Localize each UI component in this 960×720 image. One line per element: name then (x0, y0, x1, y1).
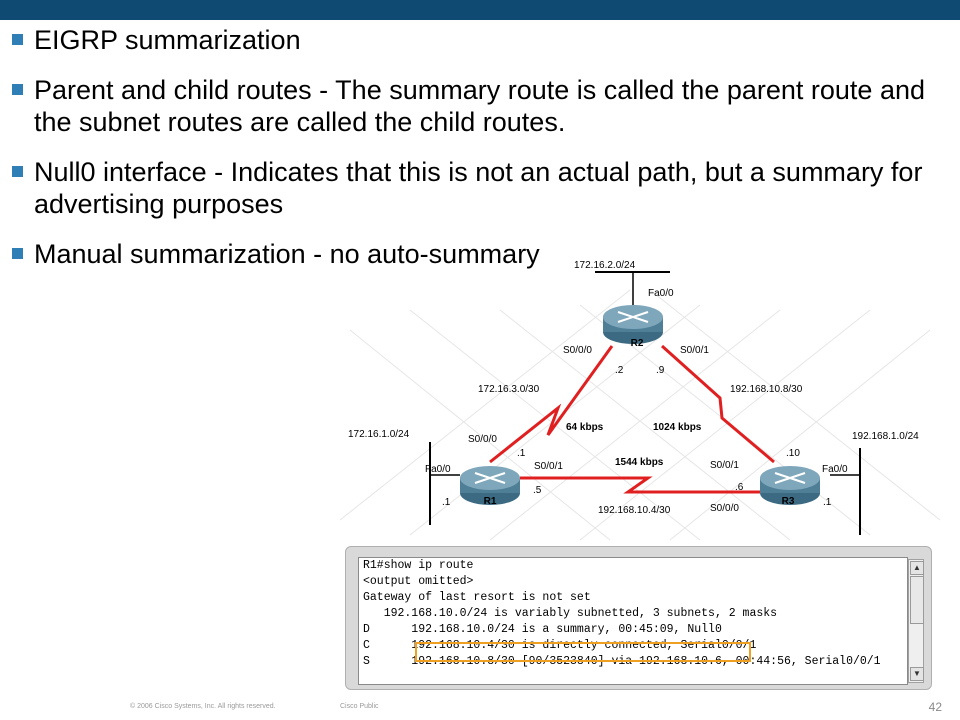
r2-s001-interface: S0/0/1 (680, 345, 709, 356)
terminal-line: R1#show ip route (363, 559, 474, 572)
link-r1-r2-bandwidth: 64 kbps (566, 422, 604, 433)
router-r3: R3 (760, 466, 820, 507)
r1-s001-ip: .5 (533, 485, 542, 496)
bullet-icon (12, 84, 23, 95)
r3-fa-interface: Fa0/0 (822, 464, 848, 475)
bullet-icon (12, 248, 23, 259)
page-number: 42 (928, 700, 942, 714)
link-r2-r3 (660, 344, 775, 464)
bullet-text: Parent and child routes - The summary ro… (34, 75, 925, 137)
bullet-item: Manual summarization - no auto-summary (12, 238, 952, 270)
link-r1-r2 (489, 345, 614, 464)
title-bar (0, 0, 960, 20)
r3-s001-interface: S0/0/1 (710, 460, 739, 471)
link-r1-r3 (520, 476, 760, 494)
r1-s000-interface: S0/0/0 (468, 434, 497, 445)
r1-s001-interface: S0/0/1 (534, 461, 563, 472)
router-r2-label: R2 (631, 338, 644, 349)
bullet-item: Parent and child routes - The summary ro… (12, 74, 952, 138)
bullet-icon (12, 166, 23, 177)
r3-host-ip: .1 (823, 497, 832, 508)
terminal-line: 192.168.10.0/24 is variably subnetted, 3… (363, 607, 778, 620)
r2-s001-ip: .9 (656, 365, 665, 376)
network-topology-diagram: R1 R2 R3 172.16.2.0/24 Fa0/0 S0/0/0 S0/0… (339, 260, 941, 541)
lan-r3-network: 192.168.1.0/24 (852, 431, 919, 442)
router-r1-label: R1 (484, 496, 497, 507)
terminal-line: D 192.168.10.0/24 is a summary, 00:45:09… (363, 623, 722, 636)
terminal-output[interactable]: R1#show ip route <output omitted> Gatewa… (358, 557, 908, 685)
link-r1-r2-network: 172.16.3.0/30 (478, 384, 540, 395)
bullet-item: Null0 interface - Indicates that this is… (12, 156, 952, 220)
bullet-icon (12, 34, 23, 45)
summary-route-highlight (415, 642, 751, 662)
bullet-text: EIGRP summarization (34, 25, 301, 55)
lan-r2-network: 172.16.2.0/24 (574, 260, 636, 271)
scroll-up-icon[interactable]: ▲ (910, 561, 924, 575)
router-r3-label: R3 (782, 496, 795, 507)
scrollbar-thumb[interactable] (910, 576, 924, 624)
terminal-line: <output omitted> (363, 575, 474, 588)
link-r2-r3-network: 192.168.10.8/30 (730, 384, 803, 395)
lan-r1-network: 172.16.1.0/24 (348, 429, 410, 440)
router-r1: R1 (460, 466, 520, 507)
r3-s001-ip: .10 (786, 448, 800, 459)
r2-fa-interface: Fa0/0 (648, 288, 674, 299)
footer-copyright: © 2006 Cisco Systems, Inc. All rights re… (130, 703, 276, 710)
scroll-down-icon[interactable]: ▼ (910, 667, 924, 681)
link-r2-r3-bandwidth: 1024 kbps (653, 422, 702, 433)
bullet-text: Null0 interface - Indicates that this is… (34, 157, 923, 219)
bullet-text: Manual summarization - no auto-summary (34, 239, 540, 269)
r2-s000-interface: S0/0/0 (563, 345, 592, 356)
r1-s000-ip: .1 (517, 448, 526, 459)
terminal-line: Gateway of last resort is not set (363, 591, 591, 604)
terminal-window: R1#show ip route <output omitted> Gatewa… (345, 546, 932, 690)
link-r1-r3-network: 192.168.10.4/30 (598, 505, 671, 516)
r1-fa-interface: Fa0/0 (425, 464, 451, 475)
terminal-scrollbar[interactable]: ▲ ▼ (908, 559, 924, 683)
r3-s000-interface: S0/0/0 (710, 503, 739, 514)
bullet-list: EIGRP summarization Parent and child rou… (12, 24, 952, 288)
bullet-item: EIGRP summarization (12, 24, 952, 56)
router-r2: R2 (603, 305, 663, 349)
r1-host-ip: .1 (442, 497, 451, 508)
r2-s000-ip: .2 (615, 365, 624, 376)
r3-s000-ip: .6 (735, 482, 744, 493)
link-r1-r3-bandwidth: 1544 kbps (615, 457, 664, 468)
footer-classification: Cisco Public (340, 703, 379, 710)
